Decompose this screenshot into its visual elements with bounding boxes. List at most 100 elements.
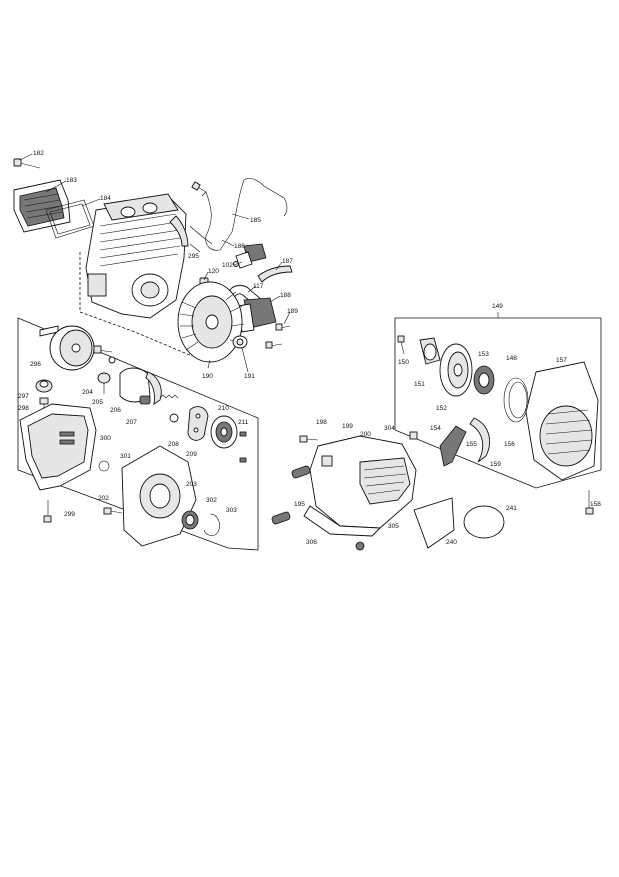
part-189-screw [275, 323, 291, 331]
label-203: 203 [186, 481, 197, 488]
label-190: 190 [202, 373, 213, 380]
part-202-screw [103, 507, 123, 515]
label-206: 206 [110, 407, 121, 414]
label-154: 154 [430, 425, 441, 432]
part-302-seal [181, 510, 199, 530]
part-154-handle [439, 425, 467, 467]
label-297: 297 [18, 393, 29, 400]
part-303-circlip [203, 513, 220, 536]
label-299: 299 [64, 511, 75, 518]
part-203-crankcase-cover [121, 445, 197, 547]
label-304: 304 [384, 425, 395, 432]
part-305-frame [303, 435, 417, 537]
label-300: 300 [100, 435, 111, 442]
clutch-frame [17, 317, 259, 551]
label-158: 158 [590, 501, 601, 508]
label-148: 148 [506, 355, 517, 362]
label-195: 195 [294, 501, 305, 508]
label-208: 208 [168, 441, 179, 448]
part-198-screw [299, 435, 319, 443]
part-206-clutch-shoes [119, 367, 162, 405]
label-183: 183 [66, 177, 77, 184]
label-151: 151 [414, 381, 425, 388]
part-183-cover [13, 179, 71, 233]
label-117: 117 [253, 283, 264, 290]
label-157: 157 [556, 357, 567, 364]
part-304-nut [409, 431, 418, 440]
part-185-wire [191, 178, 288, 251]
part-number-labels: 182 183 184 185 295 186 102 120 187 117 … [18, 150, 601, 546]
label-240: 240 [446, 539, 457, 546]
label-189: 189 [287, 308, 298, 315]
label-159: 159 [490, 461, 501, 468]
label-301: 301 [120, 453, 131, 460]
part-155-hose [469, 417, 490, 463]
recoil-starter-frame [394, 317, 602, 489]
label-198: 198 [316, 419, 327, 426]
label-199: 199 [342, 423, 353, 430]
label-200: 200 [360, 431, 371, 438]
label-182: 182 [33, 150, 44, 157]
part-190-flywheel [177, 281, 245, 363]
label-152: 152 [436, 405, 447, 412]
label-295: 295 [188, 253, 199, 260]
label-202: 202 [98, 495, 109, 502]
part-306-grip [271, 511, 365, 551]
part-211-pins [239, 431, 247, 463]
part-191-nut [232, 335, 248, 349]
part-191-screw [265, 341, 283, 349]
part-301-oring [98, 460, 110, 472]
label-305: 305 [388, 523, 399, 530]
label-156: 156 [504, 441, 515, 448]
label-120: 120 [208, 268, 219, 275]
part-148-rope [503, 377, 529, 423]
part-158-screw [585, 490, 594, 515]
label-191: 191 [244, 373, 255, 380]
label-303: 303 [226, 507, 237, 514]
part-151-pulley-hub [419, 337, 441, 365]
label-102: 102 [222, 262, 233, 269]
part-204-washer [97, 372, 111, 394]
part-300-guard [19, 403, 97, 491]
label-306: 306 [306, 539, 317, 546]
part-188-ignition-module [237, 297, 277, 333]
part-187-hose [257, 265, 293, 283]
part-157-starter-housing [525, 361, 599, 481]
label-185: 185 [250, 217, 261, 224]
label-209: 209 [186, 451, 197, 458]
part-295-hose [169, 215, 213, 247]
part-296-bolt [93, 345, 116, 364]
part-182-screw [13, 158, 41, 169]
label-204: 204 [82, 389, 93, 396]
label-184: 184 [100, 195, 111, 202]
label-205: 205 [92, 399, 103, 406]
part-152-pulley [439, 343, 473, 397]
part-207-spring [159, 394, 179, 399]
part-210-gear [210, 415, 238, 449]
label-241: 241 [506, 505, 517, 512]
part-296-clutch-drum [39, 325, 95, 371]
leader-lines [19, 153, 499, 373]
engine-cylinder-crankcase [85, 193, 187, 319]
part-241-filter [463, 505, 505, 539]
label-298: 298 [18, 405, 29, 412]
label-207: 207 [126, 419, 137, 426]
label-296: 296 [30, 361, 41, 368]
label-210: 210 [218, 405, 229, 412]
part-195-grip [291, 465, 311, 479]
label-188: 188 [280, 292, 291, 299]
part-208-washer [169, 413, 179, 423]
label-187: 187 [282, 258, 293, 265]
part-297-nut [35, 379, 53, 393]
part-209-plate [187, 406, 209, 441]
label-155: 155 [466, 441, 477, 448]
label-149: 149 [492, 303, 503, 310]
label-153: 153 [478, 351, 489, 358]
part-299-bolt [43, 500, 52, 523]
label-186: 186 [234, 243, 245, 250]
label-150: 150 [398, 359, 409, 366]
part-240-cover [413, 497, 455, 549]
engine-frame [79, 252, 193, 357]
